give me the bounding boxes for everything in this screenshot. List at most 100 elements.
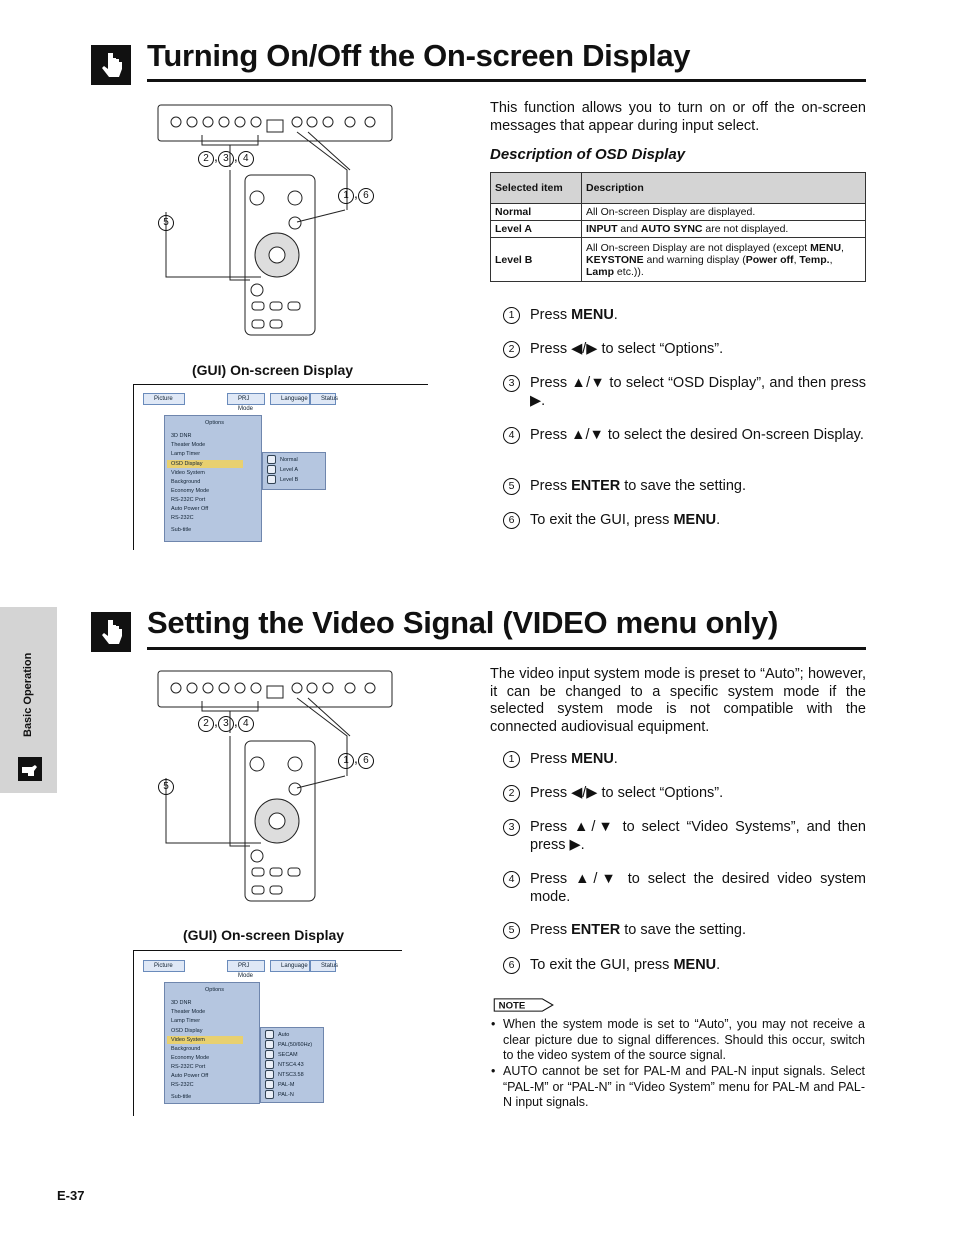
table-row: Level A INPUT and AUTO SYNC are not disp…: [490, 220, 866, 238]
table-row: Level B All On-screen Display are not di…: [490, 237, 866, 282]
gui-item: OSD Display: [171, 1028, 203, 1034]
hand-pointer-icon: [91, 612, 131, 652]
gui-submenu-1: Normal Level A Level B: [262, 452, 326, 490]
gui-submenu-item: Auto: [278, 1032, 290, 1038]
gui-submenu-item: Normal: [280, 457, 298, 463]
gui-submenu-item: Level B: [280, 477, 299, 483]
gui-item: Sub-title: [171, 527, 192, 533]
gui-submenu-item: SECAM: [278, 1052, 298, 1058]
gui-item: Background: [171, 479, 201, 485]
note-item-1: •When the system mode is set to “Auto”, …: [491, 1017, 865, 1062]
gui-options-panel-2: Options 3D DNR Theater Mode Lamp Timer O…: [164, 982, 260, 1104]
note-item-2: •AUTO cannot be set for PAL-M and PAL-N …: [491, 1064, 865, 1109]
gui-submenu-2: Auto PAL(50/60Hz) SECAM NTSC4.43 NTSC3.5…: [260, 1027, 324, 1103]
gui-tab-status: Status: [310, 960, 338, 972]
gui-screenshot-1: Picture PRJ Mode Language Status Options…: [140, 390, 340, 545]
note-badge: NOTE: [493, 998, 554, 1012]
gui-label-rule-1: [134, 384, 428, 385]
note-label: NOTE: [499, 1001, 526, 1012]
osd-description-table: Selected item Description Normal All On-…: [490, 172, 866, 282]
gui-panel-title: Options: [205, 987, 224, 993]
gui-item: RS-232C Port: [171, 497, 206, 503]
gui-item: Video System: [171, 1037, 205, 1043]
table-cell-item: Normal: [490, 203, 582, 221]
gui-submenu-item: NTSC3.58: [278, 1072, 304, 1078]
table-cell-item: Level B: [490, 237, 582, 282]
gui-options-panel-1: Options 3D DNR Theater Mode Lamp Timer O…: [164, 415, 262, 542]
gui-frame-left-2: [133, 950, 134, 1116]
gui-item: OSD Display: [171, 461, 203, 467]
gui-item: Theater Mode: [171, 442, 206, 448]
remote-diagram-2: [157, 670, 393, 902]
section1-rule: [147, 79, 866, 82]
gui-item: 3D DNR: [171, 433, 192, 439]
table-cell-desc: All On-screen Display are displayed.: [581, 203, 866, 221]
gui-highlight-1: [167, 460, 243, 468]
gui-submenu-item: PAL-N: [278, 1092, 294, 1098]
gui-tab-picture: Picture: [143, 960, 185, 972]
table-row: Normal All On-screen Display are display…: [490, 203, 866, 221]
table-cell-desc: INPUT and AUTO SYNC are not displayed.: [581, 220, 866, 238]
gui-item: Video System: [171, 470, 205, 476]
table-cell-item: Level A: [490, 220, 582, 238]
callout-1-6: 1,6: [338, 185, 374, 204]
osd-description-heading: Description of OSD Display: [490, 146, 686, 163]
gui-frame-left-1: [133, 384, 134, 550]
hand-pointer-icon: [18, 757, 42, 781]
gui-item: Background: [171, 1046, 201, 1052]
remote-diagram-1: [157, 104, 393, 336]
table-cell-desc: All On-screen Display are not displayed …: [581, 237, 866, 282]
gui-tab-language: Language: [270, 393, 310, 405]
gui-submenu-item: PAL-M: [278, 1082, 295, 1088]
table-header-cell: Description: [581, 172, 866, 204]
gui-item: Auto Power Off: [171, 506, 209, 512]
gui-item: Sub-title: [171, 1094, 192, 1100]
gui-tab-language: Language: [270, 960, 310, 972]
section2-title: Setting the Video Signal (VIDEO menu onl…: [147, 605, 778, 640]
gui-item: Lamp Timer: [171, 1018, 201, 1024]
callout-5: 5: [158, 776, 174, 795]
gui-item: RS-232C Port: [171, 1064, 206, 1070]
gui-label-1: (GUI) On-screen Display: [192, 362, 354, 378]
gui-item: RS-232C: [171, 515, 194, 521]
gui-tab-status: Status: [310, 393, 338, 405]
table-header-cell: Selected item: [490, 172, 582, 204]
gui-item: Theater Mode: [171, 1009, 206, 1015]
gui-submenu-item: NTSC4.43: [278, 1062, 304, 1068]
table-header-row: Selected item Description: [490, 172, 866, 204]
gui-submenu-item: PAL(50/60Hz): [278, 1042, 313, 1048]
hand-pointer-icon: [91, 45, 131, 85]
page-number: E-37: [57, 1188, 85, 1203]
gui-highlight-2: [167, 1036, 243, 1044]
side-tab-label: Basic Operation: [22, 652, 34, 737]
gui-panel-title: Options: [205, 420, 224, 426]
gui-item: RS-232C: [171, 1082, 194, 1088]
gui-screenshot-2: Picture PRJ Mode Language Status Options…: [140, 957, 340, 1112]
gui-item: Auto Power Off: [171, 1073, 209, 1079]
section1-title: Turning On/Off the On-screen Display: [147, 38, 691, 73]
callout-1-6: 1,6: [338, 750, 374, 769]
section2-intro: The video input system mode is preset to…: [490, 666, 866, 735]
gui-label-rule-2: [134, 950, 402, 951]
callout-2-3-4: 2,3,4: [198, 713, 254, 732]
gui-item: Economy Mode: [171, 488, 210, 494]
gui-label-2: (GUI) On-screen Display: [183, 927, 345, 943]
section2-rule: [147, 647, 866, 650]
gui-item: 3D DNR: [171, 1000, 192, 1006]
gui-tab-prj-mode: PRJ Mode: [227, 393, 265, 412]
gui-item: Lamp Timer: [171, 451, 201, 457]
section1-intro: This function allows you to turn on or o…: [490, 100, 866, 134]
gui-tab-prj-mode: PRJ Mode: [227, 960, 265, 979]
